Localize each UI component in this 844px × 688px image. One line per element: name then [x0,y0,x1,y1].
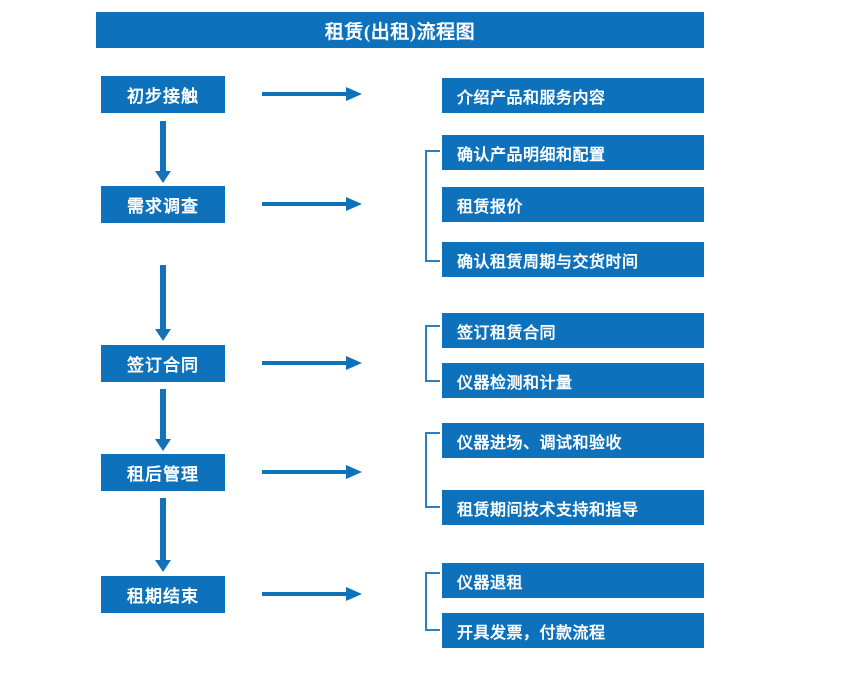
detail-box-2[interactable]: 确认产品明细和配置 [442,135,704,170]
stage-box-3[interactable]: 签订合同 [101,345,225,382]
detail-box-7[interactable]: 仪器进场、调试和验收 [442,423,704,458]
stage-box-4[interactable]: 租后管理 [101,454,225,491]
detail-box-10[interactable]: 开具发票，付款流程 [442,613,704,648]
vertical-arrow-4 [155,498,171,572]
vertical-arrow-1 [155,121,171,183]
vertical-arrow-2 [155,265,171,341]
stage-box-1[interactable]: 初步接触 [101,76,225,113]
detail-box-4[interactable]: 确认租赁周期与交货时间 [442,242,704,277]
detail-box-6[interactable]: 仪器检测和计量 [442,363,704,398]
detail-box-1[interactable]: 介绍产品和服务内容 [442,78,704,113]
horizontal-arrow-2 [262,197,362,211]
detail-box-8[interactable]: 租赁期间技术支持和指导 [442,490,704,525]
horizontal-arrow-4 [262,465,362,479]
bracket-connector-2 [425,150,442,262]
stage-box-5[interactable]: 租期结束 [101,576,225,613]
vertical-arrow-3 [155,389,171,451]
horizontal-arrow-1 [262,87,362,101]
horizontal-arrow-3 [262,356,362,370]
detail-box-9[interactable]: 仪器退租 [442,563,704,598]
bracket-connector-4 [425,432,442,508]
horizontal-arrow-5 [262,587,362,601]
detail-box-3[interactable]: 租赁报价 [442,187,704,222]
detail-box-5[interactable]: 签订租赁合同 [442,313,704,348]
stage-box-2[interactable]: 需求调查 [101,186,225,223]
bracket-connector-3 [425,325,442,382]
flowchart-title: 租赁(出租)流程图 [96,12,704,48]
bracket-connector-5 [425,572,442,631]
